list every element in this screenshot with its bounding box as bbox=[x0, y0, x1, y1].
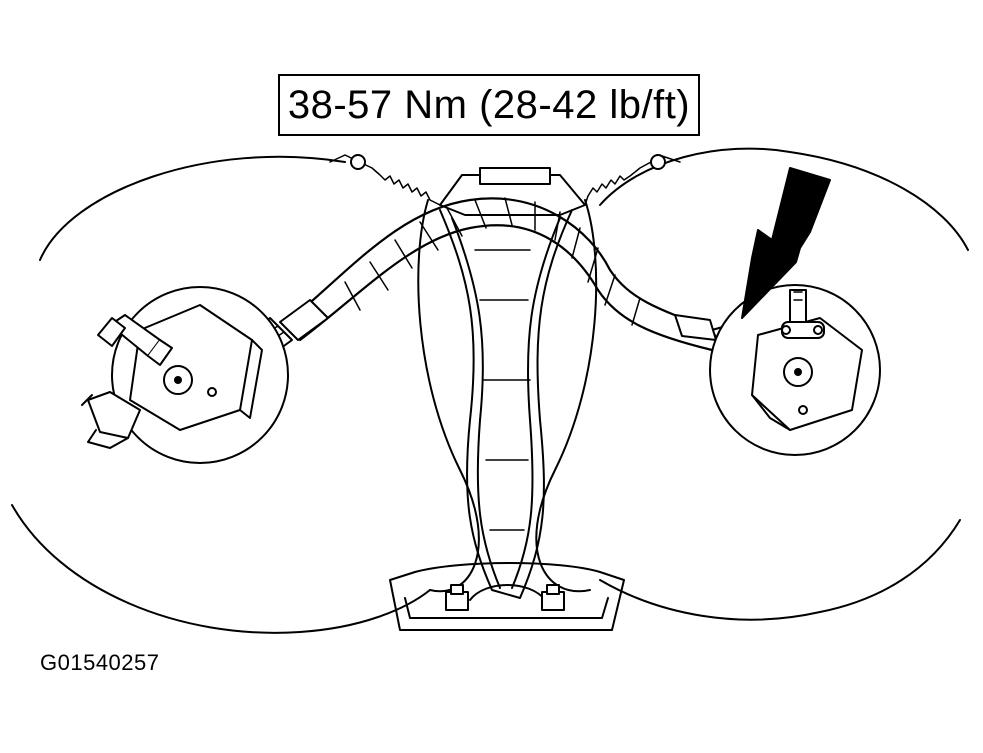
torque-spec-callout: 38-57 Nm (28-42 lb/ft) bbox=[278, 74, 700, 136]
left-spring bbox=[330, 155, 440, 205]
left-inlet-fitting bbox=[98, 315, 172, 365]
right-valve-screw bbox=[799, 406, 807, 414]
right-tank-outline bbox=[600, 149, 968, 620]
center-bracket bbox=[440, 210, 572, 598]
left-valve-screw bbox=[208, 388, 216, 396]
left-spring-eye bbox=[351, 155, 365, 169]
center-bracket-inner bbox=[452, 218, 560, 588]
center-bracket-outer-left bbox=[418, 200, 479, 591]
right-valve-center bbox=[784, 358, 812, 386]
torque-spec-text: 38-57 Nm (28-42 lb/ft) bbox=[287, 82, 691, 127]
indicator-arrow bbox=[742, 168, 830, 318]
braided-hose-lower bbox=[300, 225, 712, 350]
center-bracket-outer-right bbox=[536, 200, 596, 591]
bracket-ribs bbox=[475, 250, 530, 530]
braided-hose-upper bbox=[290, 198, 715, 330]
strap-label-plate bbox=[480, 168, 550, 184]
right-valve-body-edge bbox=[752, 395, 790, 430]
left-valve-center-dot bbox=[175, 377, 181, 383]
mounting-base-inner bbox=[405, 598, 608, 618]
base-dome bbox=[470, 585, 545, 600]
left-tank-outline bbox=[12, 157, 430, 633]
figure-id: G01540257 bbox=[40, 650, 160, 675]
left-valve-center bbox=[164, 366, 192, 394]
right-valve-stem bbox=[782, 290, 824, 338]
left-base-bolt bbox=[446, 585, 468, 610]
hose-braid-lines bbox=[345, 198, 640, 325]
right-valve-center-dot bbox=[795, 369, 801, 375]
left-outlet-fitting bbox=[82, 392, 140, 448]
right-spring-eye bbox=[651, 155, 665, 169]
right-base-bolt bbox=[542, 585, 564, 610]
mounting-base bbox=[390, 563, 624, 630]
right-spring bbox=[585, 156, 680, 205]
left-valve-body-edge bbox=[240, 340, 262, 418]
